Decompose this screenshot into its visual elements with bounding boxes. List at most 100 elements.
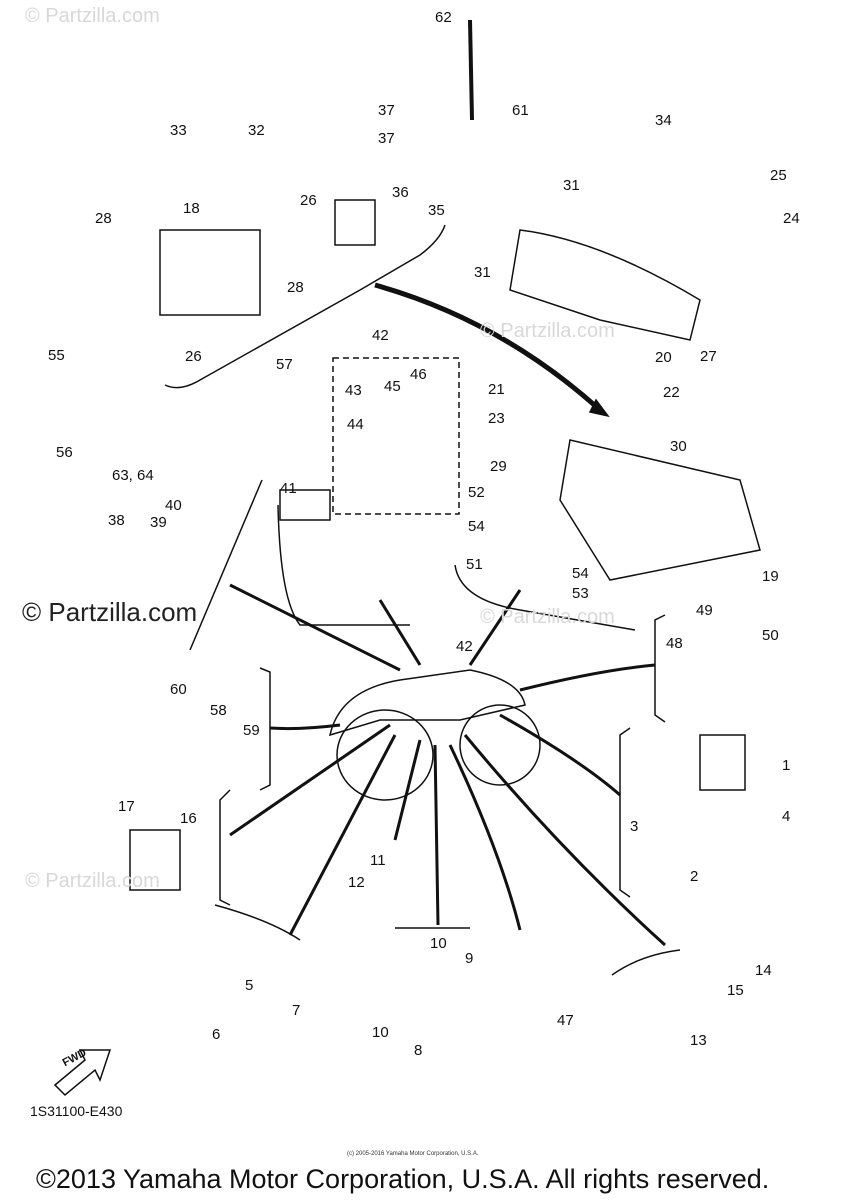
sensor-bracket bbox=[259, 667, 271, 791]
callout: 42 bbox=[456, 638, 473, 655]
callout: 31 bbox=[563, 177, 580, 194]
callout: 3 bbox=[630, 818, 639, 835]
callout: 16 bbox=[180, 810, 197, 827]
rectifier-part bbox=[129, 829, 181, 891]
ecu-bracket bbox=[619, 727, 631, 898]
callout: 43 bbox=[345, 382, 362, 399]
arrow-head bbox=[588, 398, 610, 418]
callout: 26 bbox=[185, 348, 202, 365]
callout: 40 bbox=[165, 497, 182, 514]
watermark: © Partzilla.com bbox=[25, 870, 160, 892]
callout: 6 bbox=[212, 1026, 221, 1043]
rear-wheel bbox=[336, 709, 434, 801]
callout: 59 bbox=[243, 722, 260, 739]
callout: 1 bbox=[782, 757, 791, 774]
ecu-part bbox=[699, 734, 746, 791]
callout: 28 bbox=[287, 279, 304, 296]
callout: 38 bbox=[108, 512, 125, 529]
callout: 47 bbox=[557, 1012, 574, 1029]
callout: 36 bbox=[392, 184, 409, 201]
diagram-code: 1S31100-E430 bbox=[30, 1103, 123, 1119]
callout: 17 bbox=[118, 798, 135, 815]
callout: 54 bbox=[468, 518, 485, 535]
callout: 21 bbox=[488, 381, 505, 398]
fwd-arrow-icon bbox=[53, 1049, 112, 1097]
callout: 8 bbox=[414, 1042, 423, 1059]
sensor-right-bracket bbox=[611, 949, 681, 976]
arrow-battery-to-box bbox=[374, 282, 602, 412]
starter-relay-part bbox=[334, 199, 376, 246]
callout: 39 bbox=[150, 514, 167, 531]
coil-bracket bbox=[214, 904, 301, 941]
light-bracket bbox=[277, 504, 410, 626]
callout: 4 bbox=[782, 808, 791, 825]
callout: 61 bbox=[512, 102, 529, 119]
callout: 24 bbox=[783, 210, 800, 227]
callout: 62 bbox=[435, 9, 452, 26]
callout: 25 bbox=[770, 167, 787, 184]
callout: 32 bbox=[248, 122, 265, 139]
callout: 11 bbox=[370, 852, 386, 869]
callout: 22 bbox=[663, 384, 680, 401]
callout: 46 bbox=[410, 366, 427, 383]
callout: 18 bbox=[183, 200, 200, 217]
callout: 19 bbox=[762, 568, 779, 585]
callout: 51 bbox=[466, 556, 483, 573]
band-part bbox=[468, 19, 474, 121]
callout: 55 bbox=[48, 347, 65, 364]
callout: 34 bbox=[655, 112, 672, 129]
bracket-part bbox=[509, 229, 701, 341]
box-bracket bbox=[454, 564, 636, 631]
callout: 15 bbox=[727, 982, 744, 999]
callout: 58 bbox=[210, 702, 227, 719]
battery-group-bracket bbox=[164, 224, 446, 389]
front-wheel bbox=[459, 704, 541, 786]
copyright: ©2013 Yamaha Motor Corporation, U.S.A. A… bbox=[36, 1164, 770, 1194]
callout: 26 bbox=[300, 192, 317, 209]
callout: 33 bbox=[170, 122, 187, 139]
callout: 48 bbox=[666, 635, 683, 652]
callout: 9 bbox=[465, 950, 474, 967]
callout: 31 bbox=[474, 264, 491, 281]
callout: 63, 64 bbox=[112, 467, 154, 484]
copyright-small: (c) 2005-2016 Yamaha Motor Corporation, … bbox=[347, 1151, 479, 1157]
callout: 44 bbox=[347, 416, 364, 433]
callout: 41 bbox=[280, 480, 297, 497]
callout: 56 bbox=[56, 444, 73, 461]
callout: 2 bbox=[690, 868, 699, 885]
callout: 12 bbox=[348, 874, 365, 891]
watermark: © Partzilla.com bbox=[480, 606, 615, 628]
callout: 23 bbox=[488, 410, 505, 427]
callout: 45 bbox=[384, 378, 401, 395]
callout: 35 bbox=[428, 202, 445, 219]
callout: 60 bbox=[170, 681, 187, 698]
battery-box-part bbox=[559, 439, 761, 581]
callout: 10 bbox=[430, 935, 447, 952]
callout: 28 bbox=[95, 210, 112, 227]
ignition-bracket bbox=[189, 479, 263, 651]
watermark-dark: © Partzilla.com bbox=[22, 597, 198, 627]
callout: 42 bbox=[372, 327, 389, 344]
callout: 5 bbox=[245, 977, 254, 994]
callout: 27 bbox=[700, 348, 717, 365]
callout: 10 bbox=[372, 1024, 389, 1041]
callout: 29 bbox=[490, 458, 507, 475]
fuse-box-dashed bbox=[332, 357, 460, 515]
bike-body bbox=[328, 669, 526, 737]
callout: 50 bbox=[762, 627, 779, 644]
watermark: © Partzilla.com bbox=[25, 5, 160, 27]
callout: 14 bbox=[755, 962, 772, 979]
watermark: © Partzilla.com bbox=[480, 320, 615, 342]
callout: 7 bbox=[292, 1002, 301, 1019]
callout: 49 bbox=[696, 602, 713, 619]
battery-part bbox=[159, 229, 261, 316]
callout: 20 bbox=[655, 349, 672, 366]
callout: 53 bbox=[572, 585, 589, 602]
callout: 57 bbox=[276, 356, 293, 373]
callout: 52 bbox=[468, 484, 485, 501]
callout: 13 bbox=[690, 1032, 707, 1049]
callout: 37 bbox=[378, 130, 395, 147]
tail-light-part bbox=[279, 489, 331, 521]
